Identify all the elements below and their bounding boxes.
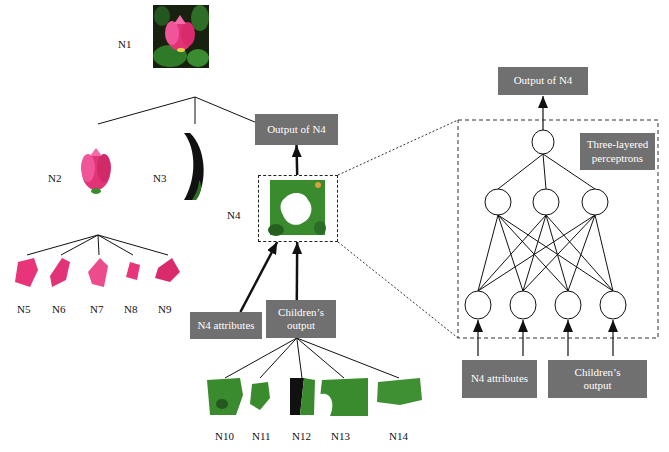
node-label: N1 — [118, 38, 131, 51]
node-label: N4 — [227, 209, 240, 222]
tree-line — [297, 338, 302, 378]
node-label: N7 — [90, 303, 103, 316]
image-tile: N6 — [48, 255, 74, 290]
input-box: Children’s output — [266, 300, 336, 338]
tree-line — [98, 235, 99, 255]
tree-line — [225, 338, 297, 378]
node-label: N14 — [389, 430, 408, 443]
tree-line — [297, 338, 399, 378]
image-tile: N12 — [288, 378, 316, 416]
node-label: N10 — [215, 430, 234, 443]
photo-n1 — [153, 5, 209, 68]
box-label: N4 attributes — [471, 372, 528, 385]
image-tile: N3 — [183, 124, 207, 202]
node-label: N9 — [158, 303, 171, 316]
node-label: N8 — [124, 303, 137, 316]
node-label: N12 — [292, 430, 311, 443]
image-tile: N10 — [207, 378, 243, 416]
zoom-line — [338, 120, 458, 175]
image-tile: N2 — [78, 124, 118, 235]
input-box: N4 attributes — [190, 312, 262, 339]
node-label: N2 — [48, 172, 61, 185]
node-label: N5 — [17, 303, 30, 316]
box-label: Children’s output — [270, 306, 332, 332]
box-label: Children’s output — [568, 366, 627, 392]
node-label: N3 — [153, 172, 166, 185]
photo-petals — [15, 258, 180, 287]
image-tile: N5 — [12, 255, 42, 290]
tree-line — [195, 97, 196, 124]
box-label: Output of N4 — [514, 74, 573, 87]
perceptron-frame — [458, 120, 658, 338]
output-box: Output of N4 — [255, 114, 338, 145]
node-label: N11 — [252, 430, 271, 443]
node-label: N6 — [52, 303, 65, 316]
input-box: Children’s output — [548, 360, 647, 398]
node-label: N13 — [331, 430, 350, 443]
image-tile: N13 — [318, 378, 370, 416]
box-label: Three-layered perceptrons — [583, 138, 652, 164]
zoom-line — [338, 242, 458, 338]
arrow-connector — [296, 242, 299, 300]
tree-line — [61, 235, 98, 255]
photo-leaves — [207, 378, 422, 416]
box-label: Output of N4 — [267, 123, 326, 136]
arrow-connector — [295, 145, 298, 175]
tree-line — [260, 338, 297, 378]
image-tile: N9 — [153, 255, 183, 290]
image-tile: N1 — [153, 5, 209, 97]
image-tile: N7 — [86, 255, 112, 290]
node-frame: N4 — [258, 175, 338, 242]
box-label: N4 attributes — [197, 319, 254, 332]
photo-n4 — [268, 180, 326, 236]
output-box: Output of N4 — [498, 67, 588, 95]
image-tile: N14 — [376, 378, 422, 408]
caption-box: Three-layered perceptrons — [580, 133, 655, 170]
photo-n3 — [184, 133, 204, 200]
photo-n2 — [81, 148, 111, 194]
image-tile: N11 — [248, 378, 272, 416]
perceptron-links — [478, 154, 613, 291]
tree-line — [195, 97, 255, 122]
tree-line — [98, 97, 195, 124]
input-box: N4 attributes — [462, 360, 537, 398]
tree-line — [98, 235, 133, 255]
tree-line — [98, 235, 168, 255]
tree-line — [297, 338, 344, 378]
tree-line — [27, 235, 98, 255]
image-tile: N8 — [122, 255, 144, 290]
